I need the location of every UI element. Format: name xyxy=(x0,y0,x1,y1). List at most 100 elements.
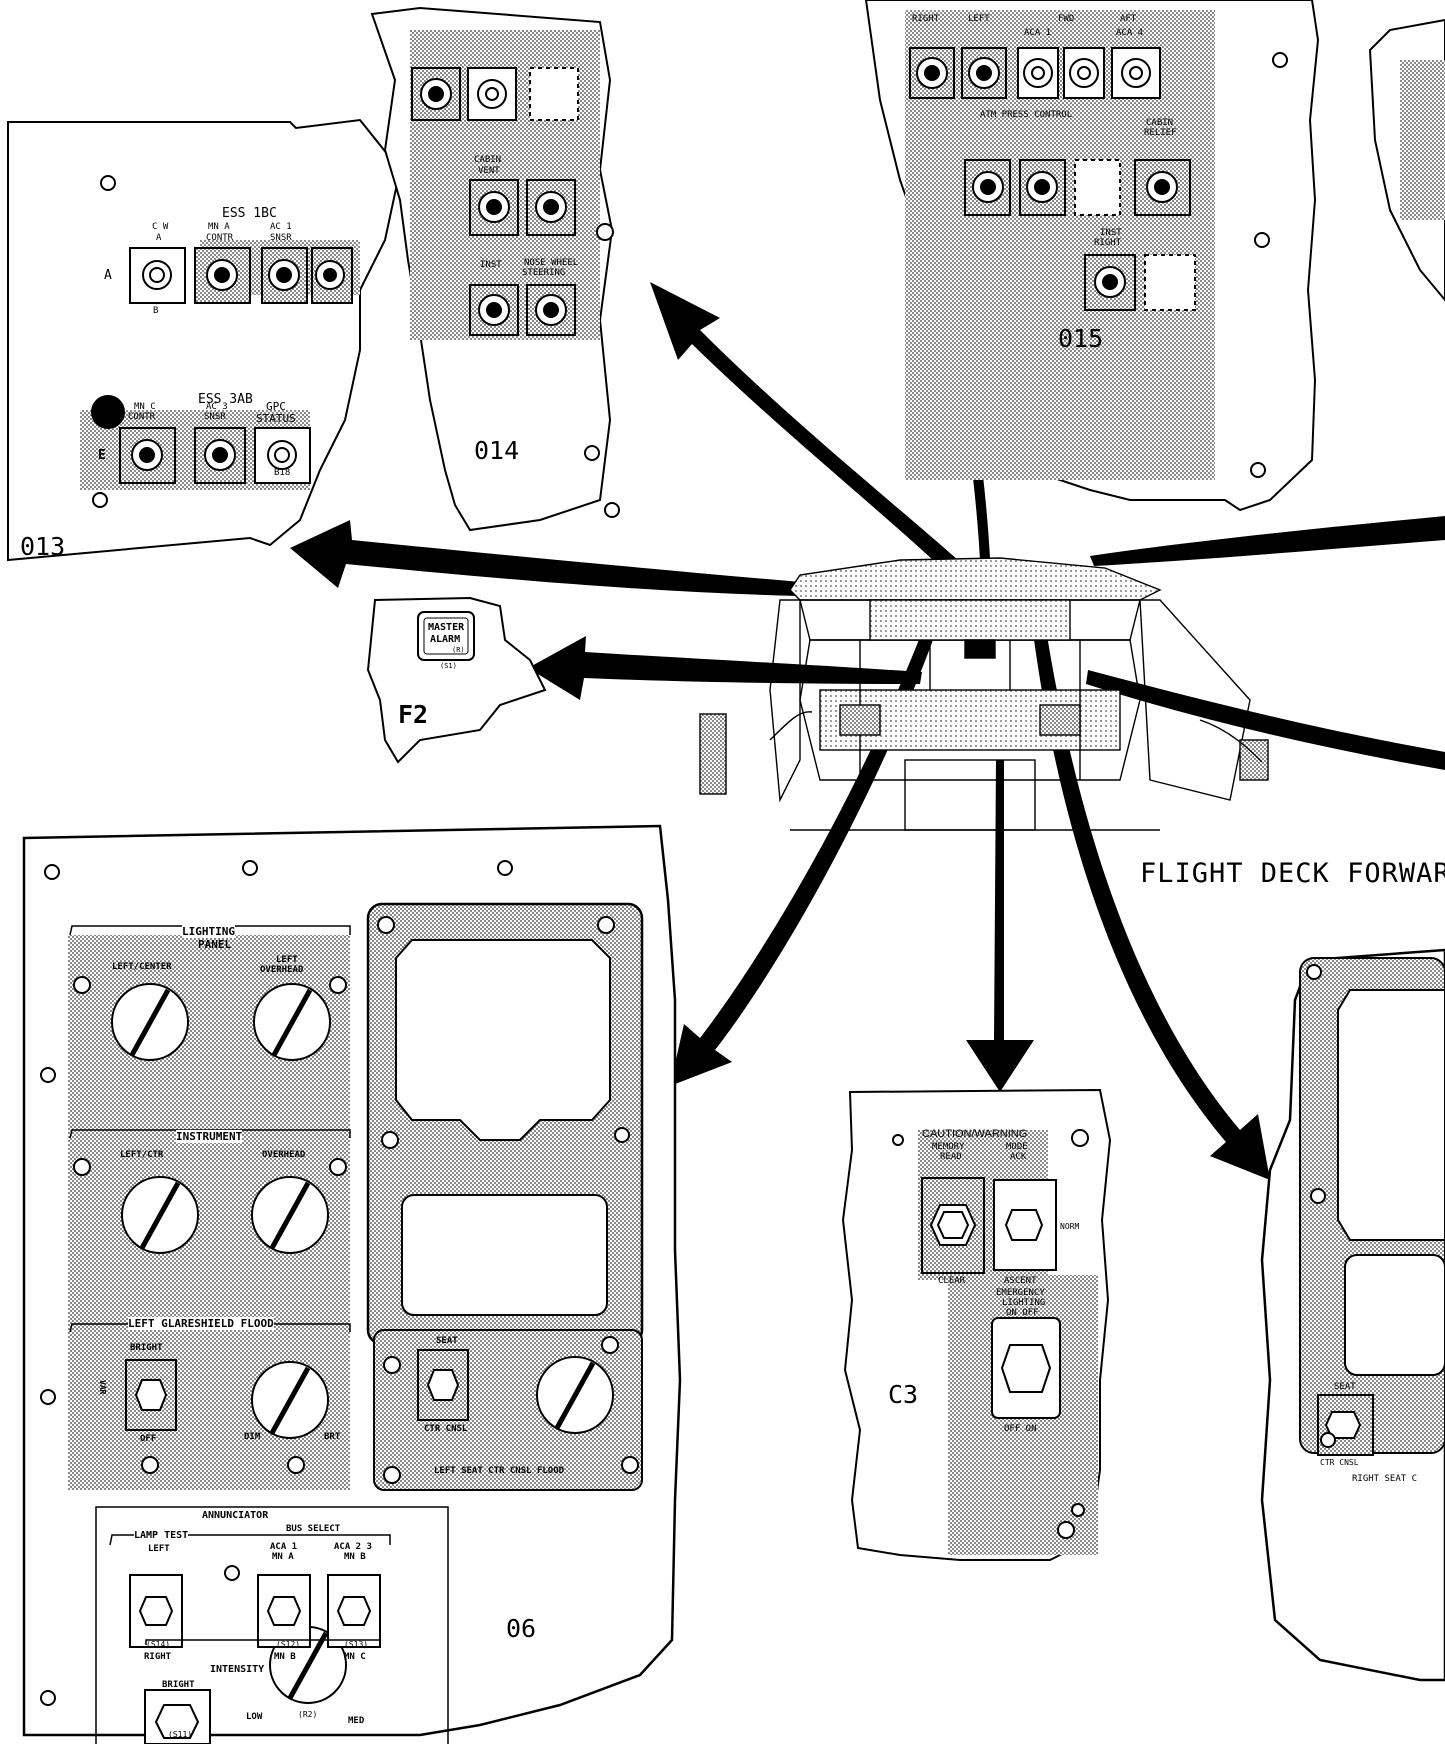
o6-right: RIGHT xyxy=(144,1652,171,1662)
o6-dim: DIM xyxy=(244,1432,260,1442)
c3-lighting: LIGHTING xyxy=(1002,1298,1045,1308)
c3-ack: ACK xyxy=(1010,1152,1026,1162)
o13-cw: C W xyxy=(152,222,168,232)
caption-flight-deck-forward: FLIGHT DECK FORWARD xyxy=(1140,858,1445,889)
o6-left: LEFT xyxy=(148,1544,170,1554)
o6-instrument: INSTRUMENT xyxy=(176,1130,242,1143)
o6-bus-select: BUS SELECT xyxy=(286,1524,340,1534)
o6-var: VAR xyxy=(98,1380,107,1394)
panel-lower-right-fragment xyxy=(1262,950,1445,1680)
o15-inst-right: RIGHT xyxy=(1094,238,1121,248)
o13-row-a: A xyxy=(104,268,112,283)
o6-left-overhead: LEFT xyxy=(276,955,298,965)
o6-mn-b2: MN B xyxy=(274,1652,296,1662)
o6-bright: BRIGHT xyxy=(130,1343,163,1353)
c3-onoff: ON OFF xyxy=(1006,1308,1039,1318)
o13-b18: B18 xyxy=(274,468,290,478)
o15-atm-press: ATM PRESS CONTROL xyxy=(980,110,1072,120)
panel-top-right-fragment xyxy=(1370,20,1445,300)
c3-clear: CLEAR xyxy=(938,1276,965,1286)
lower-right-right-seat: RIGHT SEAT C xyxy=(1352,1474,1417,1484)
lower-right-seat: SEAT xyxy=(1334,1382,1356,1392)
o6-s14: (S14) xyxy=(146,1640,170,1649)
o15-right: RIGHT xyxy=(912,14,939,24)
o6-mn-b: MN B xyxy=(344,1552,366,1562)
o13-row-e: E xyxy=(98,448,106,463)
o6-s12: (S12) xyxy=(276,1640,300,1649)
panel-id-o14: 014 xyxy=(474,436,519,465)
o6-ctr-cnsl: CTR CNSL xyxy=(424,1424,467,1434)
panel-id-f2: F2 xyxy=(398,700,428,729)
o13-mn-c-2: CONTR xyxy=(128,412,155,422)
o6-panel: PANEL xyxy=(198,938,231,951)
o6-lighting: LIGHTING xyxy=(182,925,235,938)
arrow-to-o13 xyxy=(290,520,800,596)
o6-left-overhead-2: OVERHEAD xyxy=(260,965,303,975)
o15-aca4: ACA 4 xyxy=(1116,28,1143,38)
c3-read: READ xyxy=(940,1152,962,1162)
o6-mn-a: MN A xyxy=(272,1552,294,1562)
o13-b: B xyxy=(153,306,158,316)
o15-cabin-relief-2: RELIEF xyxy=(1144,128,1177,138)
o6-brt: BRT xyxy=(324,1432,340,1442)
flight-deck-sketch xyxy=(700,558,1268,830)
panel-id-o15: 015 xyxy=(1058,324,1103,353)
c3-mode: MODE xyxy=(1006,1142,1028,1152)
o6-aca1: ACA 1 xyxy=(270,1542,297,1552)
o13-mn-a-2: CONTR xyxy=(206,233,233,243)
o6-left-ctr: LEFT/CTR xyxy=(120,1150,163,1160)
o15-inst: INST xyxy=(1100,228,1122,238)
f2-alarm: ALARM xyxy=(430,634,460,645)
c3-ascent: ASCENT xyxy=(1004,1276,1037,1286)
c3-cw: CAUTION/WARNING xyxy=(922,1128,1027,1140)
c3-norm: NORM xyxy=(1060,1222,1079,1231)
f2-s1: (S1) xyxy=(440,662,457,670)
o6-glareshield: LEFT GLARESHIELD FLOOD xyxy=(128,1317,274,1330)
o14-steering: STEERING xyxy=(522,268,565,278)
o13-cw-2: A xyxy=(156,233,161,243)
o13-ac1-2: SNSR xyxy=(270,233,292,243)
o13-gpc-2: STATUS xyxy=(256,412,296,425)
arrow-to-c3 xyxy=(966,760,1034,1092)
o15-fwd: FWD xyxy=(1058,14,1074,24)
o15-aca1: ACA 1 xyxy=(1024,28,1051,38)
panel-id-o6: 06 xyxy=(506,1614,536,1643)
o6-annunciator: ANNUNCIATOR xyxy=(202,1510,268,1521)
o15-cabin-relief: CABIN xyxy=(1146,118,1173,128)
o13-mn-c: MN C xyxy=(134,402,156,412)
panel-id-o13: 013 xyxy=(20,532,65,561)
arrow-to-right-top xyxy=(1090,516,1445,566)
panel-o15 xyxy=(866,0,1318,510)
o6-seat: SEAT xyxy=(436,1336,458,1346)
o6-lamp-test: LAMP TEST xyxy=(134,1530,188,1541)
o6-aca23: ACA 2 3 xyxy=(334,1542,372,1552)
o14-vent: VENT xyxy=(478,166,500,176)
o6-off: OFF xyxy=(140,1434,156,1444)
panel-o13 xyxy=(8,120,400,560)
o13-ess-1bc: ESS 1BC xyxy=(222,206,277,221)
o6-low: LOW xyxy=(246,1712,262,1722)
o15-aft: AFT xyxy=(1120,14,1136,24)
o13-ac3-2: SNSR xyxy=(204,412,226,422)
o6-mn-c: MN C xyxy=(344,1652,366,1662)
o15-left: LEFT xyxy=(968,14,990,24)
o14-inst: INST xyxy=(480,260,502,270)
c3-emergency: EMERGENCY xyxy=(996,1288,1045,1298)
f2-r: (R) xyxy=(452,646,465,654)
lower-right-ctr-cnsl: CTR CNSL xyxy=(1320,1458,1359,1467)
o14-cabin: CABIN xyxy=(474,155,501,165)
o14-nose-wheel: NOSE WHEEL xyxy=(524,258,578,268)
panel-c3 xyxy=(843,1090,1110,1560)
o6-s13: (S13) xyxy=(344,1640,368,1649)
o6-left-center: LEFT/CENTER xyxy=(112,962,172,972)
o6-overhead: OVERHEAD xyxy=(262,1150,305,1160)
o6-s11: (S11) xyxy=(168,1730,192,1739)
o13-mn-a: MN A xyxy=(208,222,230,232)
o6-r2: (R2) xyxy=(298,1710,317,1719)
o6-intensity: INTENSITY xyxy=(210,1664,264,1675)
o13-ac3: AC 3 xyxy=(206,402,228,412)
o6-bright2: BRIGHT xyxy=(162,1680,195,1690)
o6-med: MED xyxy=(348,1716,364,1726)
o13-ac1: AC 1 xyxy=(270,222,292,232)
